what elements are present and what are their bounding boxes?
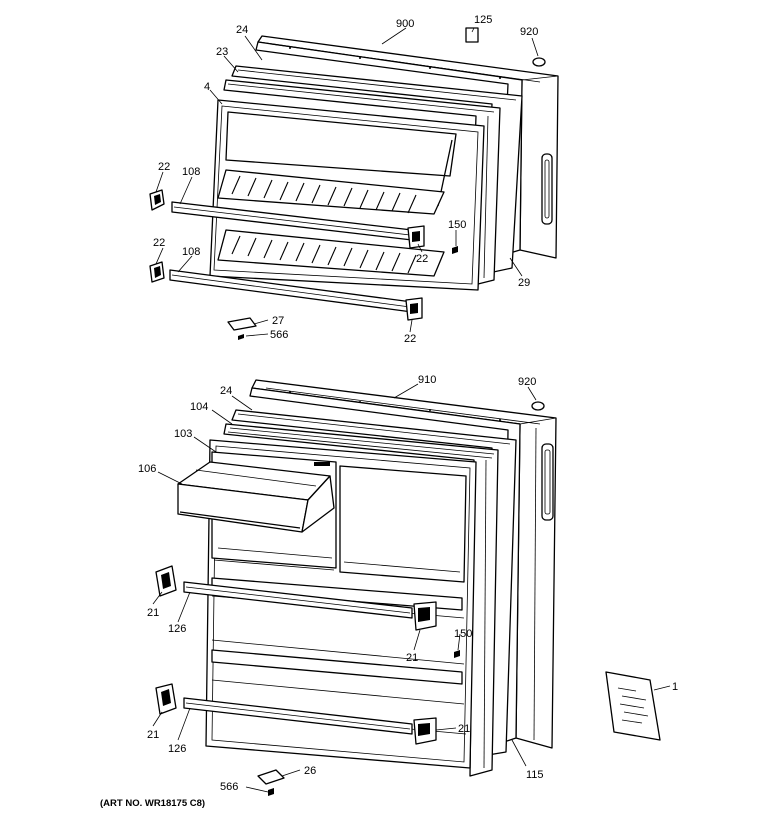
screw-150-bottom — [454, 650, 460, 658]
bar-retainer-22-left-lower — [149, 261, 165, 283]
bar-retainer-21-right-upper — [413, 601, 437, 631]
callout-23: 23 — [216, 46, 228, 58]
fresh-food-door-assembly: 910 920 24 104 103 106 21 126 150 21 21 … — [138, 374, 678, 796]
plug-920-top — [532, 57, 546, 67]
lower-freezer-shelf — [217, 229, 445, 277]
callout-27: 27 — [272, 315, 284, 327]
callout-920-top: 920 — [520, 26, 538, 38]
callout-22-right-lower: 22 — [404, 333, 416, 345]
callout-21-left-upper: 21 — [147, 607, 159, 619]
bar-retainer-21-left-upper — [155, 565, 177, 597]
plug-920-bottom — [531, 401, 545, 411]
upper-freezer-shelf — [217, 111, 457, 215]
callout-126-lower: 126 — [168, 743, 186, 755]
literature-pack-1 — [605, 671, 661, 741]
callout-920-bottom: 920 — [518, 376, 536, 388]
callout-29: 29 — [518, 277, 530, 289]
callout-21-right-lower: 21 — [458, 723, 470, 735]
hinge-plate-27 — [227, 317, 257, 331]
callout-108-upper: 108 — [182, 166, 200, 178]
hinge-plate-26 — [257, 769, 285, 785]
leader-lines-top — [155, 27, 539, 337]
shelf-bar-126-upper — [183, 581, 413, 619]
bar-retainer-22-right-lower — [405, 297, 423, 321]
callout-21-right-upper: 21 — [406, 652, 418, 664]
callout-108-lower: 108 — [182, 246, 200, 258]
callout-1: 1 — [672, 681, 678, 693]
leader-lines-bottom — [152, 383, 671, 793]
callout-910: 910 — [418, 374, 436, 386]
freezer-door-assembly: 900 125 920 24 23 4 22 108 22 108 150 22… — [149, 14, 559, 345]
callout-22-right-upper: 22 — [416, 253, 428, 265]
bar-retainer-22-left-upper — [149, 189, 165, 211]
callout-4: 4 — [204, 81, 210, 93]
screw-150-top — [452, 246, 458, 254]
callout-566-top: 566 — [270, 329, 288, 341]
callout-126-upper: 126 — [168, 623, 186, 635]
callout-566-bottom: 566 — [220, 781, 238, 793]
art-number-caption: (ART NO. WR18175 C8) — [100, 798, 205, 809]
shelf-bar-126-lower — [183, 697, 413, 735]
callout-104: 104 — [190, 401, 208, 413]
callout-106: 106 — [138, 463, 156, 475]
callout-900: 900 — [396, 18, 414, 30]
screw-566-top — [238, 334, 244, 340]
bar-retainer-21-right-lower — [413, 717, 437, 745]
callout-103: 103 — [174, 428, 192, 440]
screw-566-bottom — [268, 788, 274, 796]
callout-24-top: 24 — [236, 24, 248, 36]
bar-retainer-22-right-upper — [407, 225, 425, 249]
callout-24-bottom: 24 — [220, 385, 232, 397]
callout-115: 115 — [526, 769, 544, 781]
callout-26: 26 — [304, 765, 316, 777]
callout-22-left-upper: 22 — [158, 161, 170, 173]
cap-125 — [465, 27, 479, 43]
callout-150-top: 150 — [448, 219, 466, 231]
callout-22-left-lower: 22 — [153, 237, 165, 249]
callout-125: 125 — [474, 14, 492, 26]
dairy-door-106 — [177, 461, 335, 533]
callout-21-left-lower: 21 — [147, 729, 159, 741]
callout-150-bottom: 150 — [454, 628, 472, 640]
bar-retainer-21-left-lower — [155, 683, 177, 715]
